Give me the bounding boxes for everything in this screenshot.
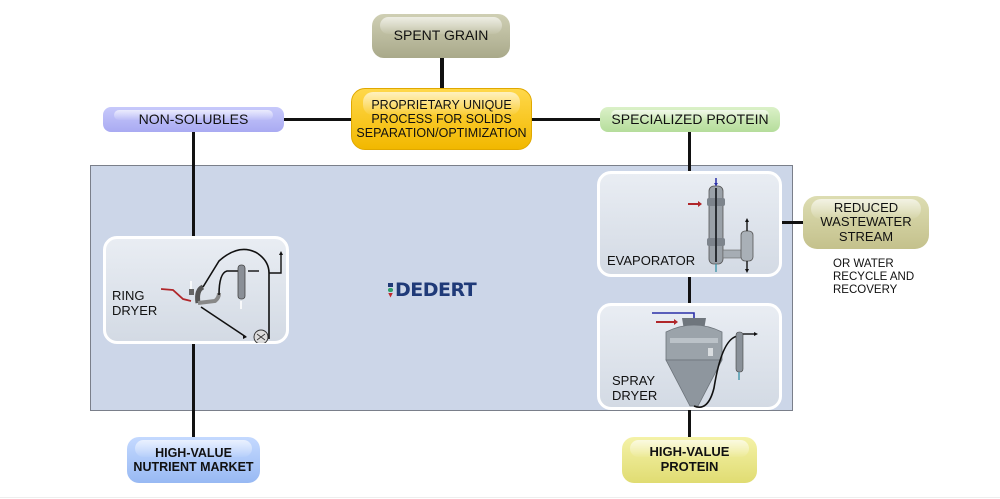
recycle-note-line: RECOVERY [833, 283, 898, 296]
wastewater-label: REDUCED WASTEWATER STREAM [820, 199, 912, 245]
spray-dryer-label: SPRAY DRYER [612, 373, 658, 403]
spray-dryer-card: SPRAY DRYER [597, 303, 782, 410]
specialized-protein-node: SPECIALIZED PROTEIN [600, 107, 780, 132]
process-label-line: SEPARATION/OPTIMIZATION [356, 126, 527, 140]
evaporator-icon [688, 178, 754, 273]
specialized-protein-label: SPECIALIZED PROTEIN [611, 110, 769, 127]
dedert-logo: DEDERT [388, 279, 477, 301]
wastewater-label-line: STREAM [838, 228, 894, 244]
nutrient-market-node: HIGH-VALUE NUTRIENT MARKET [127, 437, 260, 483]
bottom-divider [0, 497, 1000, 498]
spray-dryer-icon [652, 312, 758, 408]
evaporator-card: EVAPORATOR [597, 171, 782, 277]
non-solubles-label: NON-SOLUBLES [138, 110, 249, 127]
high-value-protein-node: HIGH-VALUE PROTEIN [622, 437, 757, 483]
process-label-line: PROCESS FOR SOLIDS [371, 112, 512, 126]
non-solubles-node: NON-SOLUBLES [103, 107, 284, 132]
process-label: PROPRIETARY UNIQUE PROCESS FOR SOLIDS SE… [356, 98, 526, 140]
recycle-note-line: OR WATER [833, 258, 894, 270]
ring-dryer-label-line: DRYER [112, 302, 158, 318]
edge-process-to-protein [532, 118, 600, 121]
high-value-protein-label: HIGH-VALUE PROTEIN [650, 445, 730, 474]
edge-evaporator-to-spray [688, 277, 691, 304]
edge-protein-to-evaporator [688, 132, 691, 172]
spent-grain-node: SPENT GRAIN [372, 14, 510, 58]
edge-ring-to-nutrient [192, 344, 195, 437]
recycle-note-line: RECYCLE AND [833, 270, 915, 283]
spray-dryer-label-line: DRYER [612, 387, 658, 403]
edge-evaporator-to-wastewater [782, 221, 804, 224]
wastewater-label-line: REDUCED [833, 199, 899, 215]
ring-dryer-label: RING DRYER [112, 288, 158, 318]
high-value-protein-label-line: HIGH-VALUE [649, 444, 730, 460]
ring-dryer-card: RING DRYER [103, 236, 289, 344]
edge-spray-to-protein [688, 410, 691, 437]
spent-grain-label: SPENT GRAIN [393, 27, 489, 44]
nutrient-market-label: HIGH-VALUE NUTRIENT MARKET [133, 446, 253, 474]
edge-spent-to-process [440, 58, 444, 89]
evaporator-label: EVAPORATOR [607, 253, 696, 268]
wastewater-label-line: WASTEWATER [820, 214, 912, 230]
process-label-line: PROPRIETARY UNIQUE [371, 98, 512, 112]
logo-mark-icon [388, 282, 393, 298]
nutrient-market-label-line: HIGH-VALUE [155, 446, 232, 460]
edge-panel-vertical-left [192, 165, 195, 236]
spray-dryer-label-line: SPRAY [612, 373, 656, 388]
wastewater-node: REDUCED WASTEWATER STREAM [803, 196, 929, 249]
ring-dryer-icon [161, 248, 283, 343]
high-value-protein-label-line: PROTEIN [660, 459, 719, 474]
ring-dryer-label-line: RING [112, 288, 145, 303]
process-node: PROPRIETARY UNIQUE PROCESS FOR SOLIDS SE… [351, 88, 532, 150]
nutrient-market-label-line: NUTRIENT MARKET [133, 460, 254, 474]
water-recycle-note: OR WATER RECYCLE AND RECOVERY [833, 258, 914, 297]
logo-text: DEDERT [395, 279, 477, 301]
edge-process-to-nonsolubles [284, 118, 352, 121]
